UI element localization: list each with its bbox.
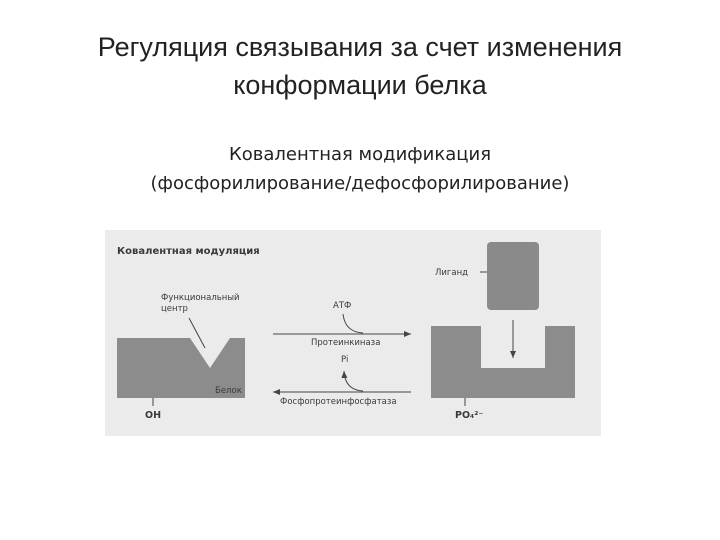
functional-center-label-line-1: Функциональный — [161, 293, 240, 303]
slide-title: Регуляция связывания за счет изменения к… — [40, 28, 680, 104]
phosphatase-label: Фосфопротеинфосфатаза — [280, 397, 397, 407]
functional-center-label-line-2: центр — [161, 304, 188, 314]
po4-label: PO₄²⁻ — [455, 410, 483, 421]
protein-label: Белок — [215, 386, 242, 396]
figure-svg: Ковалентная модуляция Функциональный цен… — [105, 230, 601, 436]
pi-label: Pi — [341, 355, 348, 365]
figure-heading: Ковалентная модуляция — [117, 246, 260, 257]
kinase-label: Протеинкиназа — [311, 338, 380, 348]
atp-label: АТФ — [333, 301, 351, 311]
ligand-shape — [487, 242, 539, 310]
subtitle-line-2: (фосфорилирование/дефосфорилирование) — [60, 169, 660, 198]
subtitle: Ковалентная модификация (фосфорилировани… — [60, 140, 660, 198]
title-line-1: Регуляция связывания за счет изменения — [40, 28, 680, 66]
covalent-modulation-figure: Ковалентная модуляция Функциональный цен… — [105, 230, 601, 436]
ligand-label: Лиганд — [435, 268, 468, 278]
title-line-2: конформации белка — [40, 66, 680, 104]
subtitle-line-1: Ковалентная модификация — [60, 140, 660, 169]
oh-label: OH — [145, 410, 161, 421]
